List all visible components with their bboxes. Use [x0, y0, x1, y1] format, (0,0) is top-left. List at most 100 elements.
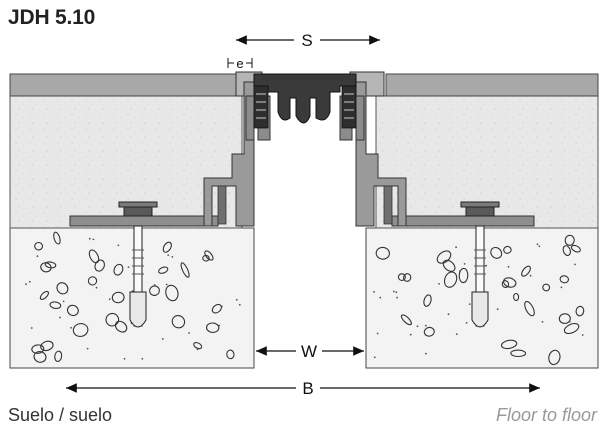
aggregate-dot — [416, 325, 419, 328]
aggregate-stone — [113, 263, 124, 276]
aggregate-dot — [424, 324, 427, 327]
aggregate-stone — [165, 284, 179, 302]
aggregate-stone — [423, 294, 432, 307]
aggregate-dot — [459, 270, 461, 273]
aggregate-stone — [570, 244, 581, 253]
aggregate-dot — [507, 265, 510, 268]
aggregate-stone — [503, 245, 512, 254]
aggregate-dot — [238, 303, 241, 306]
aggregate-stone — [149, 285, 160, 296]
aggregate-stone — [39, 290, 50, 300]
aggregate-stone — [559, 275, 570, 284]
caption-spanish: Suelo / suelo — [8, 405, 113, 425]
dimension-w: W — [256, 342, 364, 361]
aggregate-stone — [34, 241, 44, 251]
aggregate-stone — [40, 340, 54, 352]
aggregate-stone — [49, 301, 62, 310]
aggregate-stone — [513, 292, 520, 302]
aggregate-stone — [500, 339, 518, 350]
aggregate-stone — [202, 254, 210, 262]
aggregate-dot — [465, 322, 468, 324]
aggregate-stone — [94, 259, 105, 272]
aggregate-dot — [36, 255, 39, 258]
aggregate-stone — [563, 322, 580, 335]
aggregate-dot — [141, 357, 144, 360]
aggregate-stone — [423, 326, 435, 337]
aggregate-dot — [25, 283, 27, 286]
aggregate-dot — [153, 284, 156, 286]
aggregate-dot — [529, 274, 532, 277]
dimension-e-label: e — [236, 56, 243, 71]
aggregate-dot — [30, 327, 33, 329]
aggregate-dot — [88, 237, 91, 240]
aggregate-stone — [162, 241, 172, 253]
aggregate-dot — [538, 245, 541, 248]
aggregate-stone — [397, 273, 406, 281]
aggregate-dot — [463, 263, 466, 265]
aggregate-stone — [111, 291, 125, 304]
aggregate-stone — [548, 349, 561, 366]
aggregate-stone — [114, 320, 128, 333]
aggregate-stone — [44, 261, 57, 269]
aggregate-dot — [373, 356, 376, 359]
aggregate-stone — [562, 245, 571, 256]
aggregate-stone — [542, 283, 551, 292]
aggregate-dot — [62, 300, 65, 303]
aggregate-dot — [496, 308, 499, 311]
aggregate-dot — [221, 305, 223, 308]
aggregate-dot — [392, 290, 395, 293]
rubber-insert — [253, 73, 357, 129]
aggregate-stone — [204, 250, 214, 261]
aggregate-stone — [66, 304, 79, 317]
aggregate-stone — [40, 262, 52, 273]
aggregate-stone — [436, 250, 452, 264]
aggregate-dot — [218, 324, 221, 327]
dimension-s: S — [236, 31, 380, 50]
aggregate-dot — [86, 347, 89, 350]
aggregate-stone — [564, 234, 575, 246]
dimension-w-label: W — [301, 342, 317, 361]
aggregate-stone — [180, 262, 190, 278]
aggregate-stone — [87, 276, 98, 286]
aggregate-dot — [167, 254, 170, 256]
aggregate-stone — [226, 349, 235, 360]
aggregate-stone — [443, 271, 458, 288]
aggregate-dot — [536, 243, 539, 246]
aggregate-dot — [568, 320, 571, 323]
right-floor-finish — [385, 73, 599, 97]
aggregate-dot — [468, 303, 471, 305]
aggregate-stone — [171, 315, 186, 329]
dimension-b-label: B — [302, 379, 313, 398]
aggregate-dot — [235, 298, 238, 301]
aggregate-stone — [458, 267, 469, 284]
aggregate-stone — [53, 231, 61, 245]
aggregate-dot — [574, 263, 576, 266]
left-joint-profile — [69, 71, 271, 328]
aggregate-dot — [409, 333, 412, 336]
aggregate-stone — [442, 259, 456, 272]
aggregate-stone — [521, 265, 531, 277]
aggregate-stone — [56, 282, 69, 295]
dimension-s-label: S — [301, 31, 312, 50]
aggregate-dot — [206, 257, 209, 259]
aggregate-stone — [31, 344, 45, 354]
aggregate-stone — [33, 350, 47, 363]
aggregate-dot — [581, 334, 584, 336]
aggregate-stone — [211, 303, 223, 314]
diagram-title: JDH 5.10 — [8, 6, 96, 29]
aggregate-dot — [196, 348, 199, 351]
aggregate-dot — [123, 357, 126, 360]
aggregate-stone — [375, 246, 390, 260]
aggregate-dot — [188, 332, 191, 334]
aggregate-dot — [171, 256, 174, 258]
aggregate-stone — [205, 322, 220, 333]
aggregate-dot — [438, 283, 440, 285]
aggregate-stone — [193, 341, 203, 350]
aggregate-stone — [403, 273, 412, 282]
aggregate-dot — [376, 332, 379, 335]
aggregate-dot — [59, 316, 61, 319]
aggregate-dot — [108, 298, 111, 301]
aggregate-stone — [558, 313, 571, 324]
aggregate-dot — [165, 283, 168, 286]
